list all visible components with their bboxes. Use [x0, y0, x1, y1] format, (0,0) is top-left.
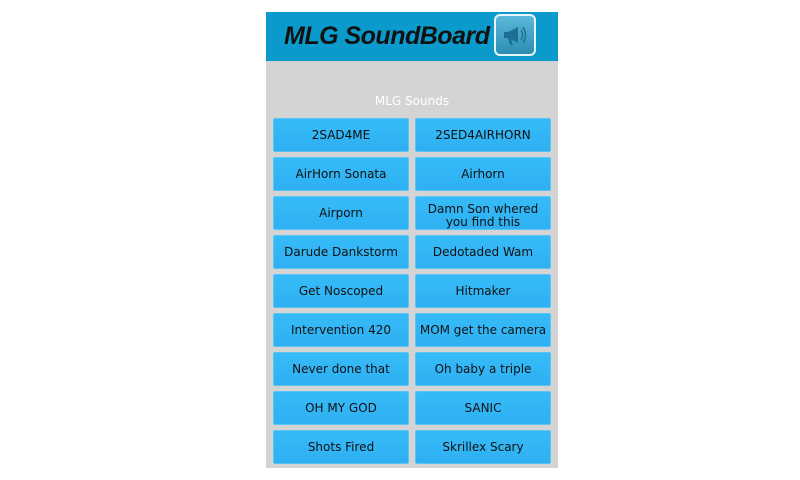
sound-button[interactable]: Dedotaded Wam: [415, 235, 551, 269]
sound-button[interactable]: Damn Son whered you find this: [415, 196, 551, 230]
sound-button[interactable]: Airporn: [273, 196, 409, 230]
sound-button[interactable]: AirHorn Sonata: [273, 157, 409, 191]
sound-button[interactable]: Get Noscoped: [273, 274, 409, 308]
sound-button[interactable]: Oh baby a triple: [415, 352, 551, 386]
section-title: MLG Sounds: [374, 94, 450, 108]
sound-button[interactable]: MOM get the camera: [415, 313, 551, 347]
sound-button[interactable]: OH MY GOD: [273, 391, 409, 425]
sound-button[interactable]: 2SED4AIRHORN: [415, 118, 551, 152]
sound-button[interactable]: Darude Dankstorm: [273, 235, 409, 269]
sound-button[interactable]: Never done that: [273, 352, 409, 386]
sound-button[interactable]: Skrillex Scary: [415, 430, 551, 464]
megaphone-icon: [494, 14, 536, 56]
sound-button[interactable]: 2SAD4ME: [273, 118, 409, 152]
app-title: MLG SoundBoard: [284, 22, 490, 50]
app-header: MLG SoundBoard: [266, 12, 558, 61]
sound-button[interactable]: Hitmaker: [415, 274, 551, 308]
sound-button[interactable]: Airhorn: [415, 157, 551, 191]
sound-button[interactable]: Shots Fired: [273, 430, 409, 464]
sound-button[interactable]: Intervention 420: [273, 313, 409, 347]
sound-button[interactable]: SANIC: [415, 391, 551, 425]
